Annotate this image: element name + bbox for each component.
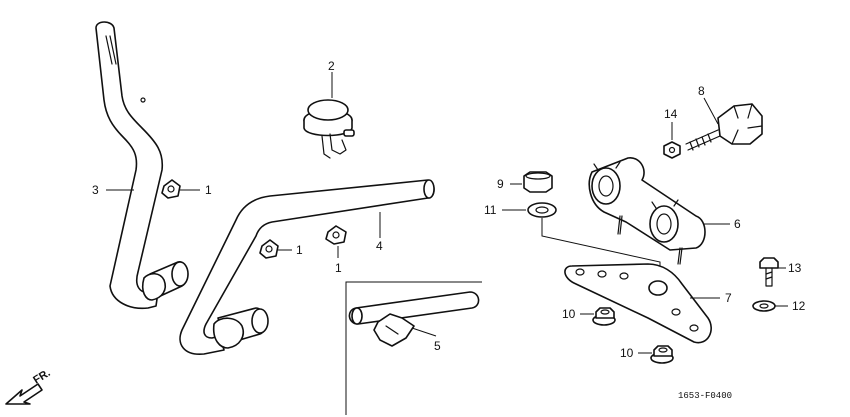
callout-4: 4 bbox=[376, 239, 383, 253]
horn-part bbox=[303, 99, 355, 159]
callout-3: 3 bbox=[92, 183, 99, 197]
diagram-code: 1653-F0400 bbox=[678, 391, 732, 401]
callout-14: 14 bbox=[664, 107, 678, 121]
callout-1-lower: 1 bbox=[335, 261, 342, 275]
bar-with-bracket bbox=[348, 291, 480, 347]
callout-1-middle: 1 bbox=[296, 243, 303, 257]
inset-frame bbox=[345, 281, 482, 415]
callout-5: 5 bbox=[434, 339, 441, 353]
callout-11: 11 bbox=[484, 203, 497, 217]
holder-plate bbox=[564, 263, 712, 344]
clip-nut-1-lower bbox=[325, 225, 347, 245]
small-nut bbox=[663, 141, 681, 159]
clip-nut-1-upper bbox=[161, 179, 181, 199]
leader-8 bbox=[703, 97, 719, 125]
callout-13: 13 bbox=[788, 261, 802, 275]
flange-nut-lower bbox=[650, 345, 674, 364]
cap-nut bbox=[523, 171, 553, 193]
callout-10-lower: 10 bbox=[620, 346, 634, 360]
callout-1-upper: 1 bbox=[205, 183, 212, 197]
flange-nut-upper bbox=[592, 307, 616, 326]
callout-12: 12 bbox=[792, 299, 806, 313]
handle-bar-left bbox=[95, 21, 189, 310]
washer-lower bbox=[752, 300, 776, 312]
callout-6: 6 bbox=[734, 217, 741, 231]
handle-bar-right bbox=[179, 179, 435, 355]
clip-nut-1-middle bbox=[259, 239, 279, 259]
washer-upper bbox=[527, 202, 557, 218]
hex-bolt bbox=[759, 257, 779, 287]
callout-8: 8 bbox=[698, 84, 705, 98]
callout-7: 7 bbox=[725, 291, 732, 305]
leader-5 bbox=[411, 327, 437, 337]
callout-9: 9 bbox=[497, 177, 504, 191]
direction-label: FR. bbox=[31, 367, 52, 387]
knob-bolt bbox=[685, 103, 763, 151]
callout-10-upper: 10 bbox=[562, 307, 576, 321]
front-direction-arrow-icon bbox=[5, 383, 43, 405]
handle-holder bbox=[588, 157, 706, 265]
callout-2: 2 bbox=[328, 59, 335, 73]
